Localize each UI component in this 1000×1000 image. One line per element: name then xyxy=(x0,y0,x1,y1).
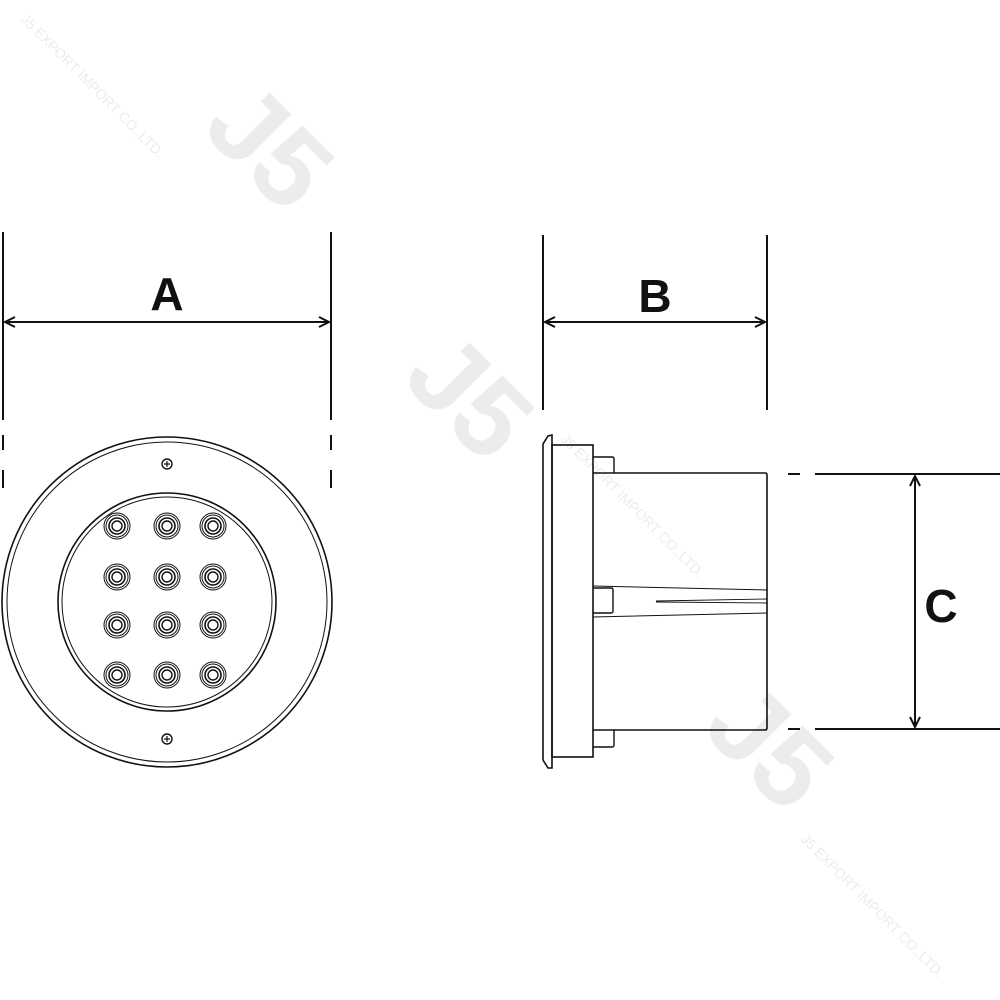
led-icon xyxy=(103,611,131,639)
bottom-tab xyxy=(593,730,615,748)
led-icon xyxy=(153,563,181,591)
front-view xyxy=(1,436,333,768)
led-grid xyxy=(103,512,227,689)
watermark-company: J5 EXPORT IMPORT CO.,LTD. xyxy=(558,431,708,581)
led-icon xyxy=(153,661,181,689)
watermark-company: J5 EXPORT IMPORT CO.,LTD. xyxy=(798,831,948,981)
top-tab xyxy=(593,456,615,473)
dimension-label-a: A xyxy=(150,268,183,320)
dimension-label-c: C xyxy=(924,580,957,632)
led-icon xyxy=(153,512,181,540)
led-icon xyxy=(103,512,131,540)
led-icon xyxy=(199,611,227,639)
led-icon xyxy=(199,563,227,591)
cable-gland xyxy=(593,587,614,614)
watermark: J5 J5 J5 J5 EXPORT IMPORT CO.,LTD. J5 EX… xyxy=(18,11,948,981)
dimension-c: C xyxy=(788,473,1000,730)
led-icon xyxy=(103,563,131,591)
dimension-b: B xyxy=(542,235,768,410)
dimension-label-b: B xyxy=(638,270,671,322)
cable-band xyxy=(592,585,768,618)
led-icon xyxy=(153,611,181,639)
screw-bottom-icon xyxy=(161,733,173,745)
watermark-company: J5 EXPORT IMPORT CO.,LTD. xyxy=(18,11,168,161)
flange xyxy=(542,433,553,769)
led-icon xyxy=(103,661,131,689)
cable xyxy=(655,598,768,604)
watermark-logo: J5 xyxy=(683,660,856,833)
led-icon xyxy=(199,661,227,689)
screw-top-icon xyxy=(161,458,173,470)
bezel-ring xyxy=(551,444,594,758)
led-icon xyxy=(199,512,227,540)
watermark-logo: J5 xyxy=(183,60,356,233)
dimension-a: A xyxy=(2,232,332,488)
side-view xyxy=(542,433,768,769)
watermark-logo: J5 xyxy=(383,310,556,483)
housing-body xyxy=(593,472,768,731)
